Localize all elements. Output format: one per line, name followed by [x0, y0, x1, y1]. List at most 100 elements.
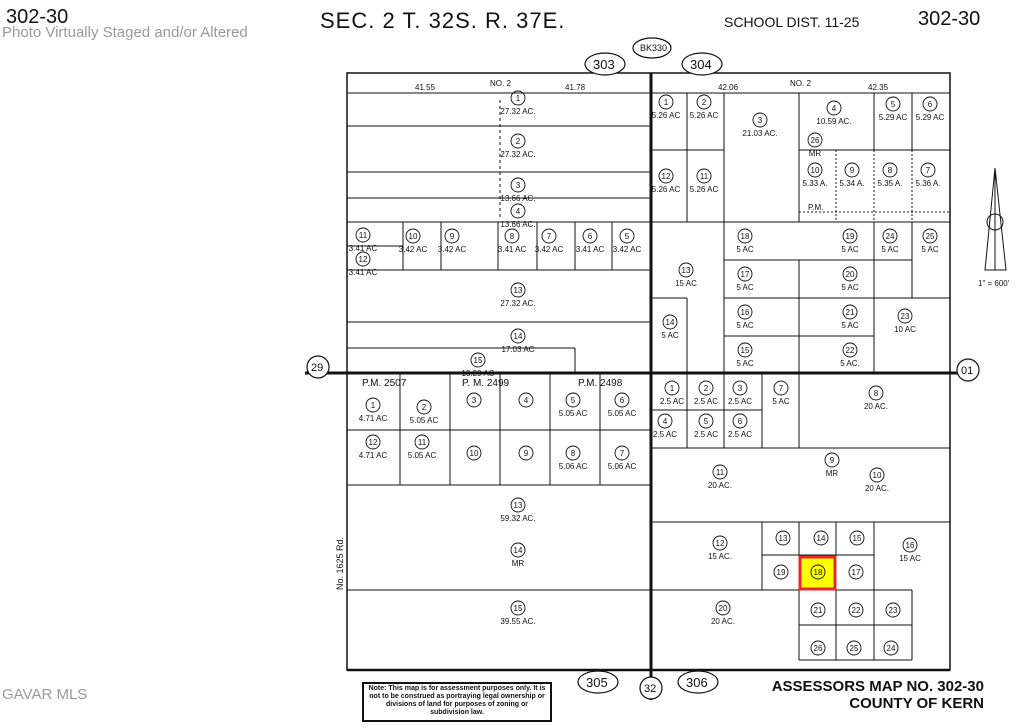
section-title: SEC. 2 T. 32S. R. 37E.	[320, 8, 566, 33]
parcel-number-circle	[897, 308, 913, 324]
parcel-number-circle	[657, 413, 673, 429]
parcel-number-circle	[414, 434, 430, 450]
county-name: COUNTY OF KERN	[849, 695, 984, 712]
parcel-number: 18	[741, 232, 750, 241]
road-label: No. 1625 Rd.	[335, 537, 345, 590]
subject-parcel-highlight	[798, 555, 837, 591]
parcel-acreage: 21.03 AC.	[742, 129, 777, 138]
parcel-number-circle	[846, 640, 862, 656]
parcel-number-circle	[510, 497, 526, 513]
parcel-number: 6	[928, 100, 933, 109]
page-tag-303: 303	[593, 57, 615, 72]
tag-east-01: 01	[961, 365, 973, 377]
parcel-number: 12	[662, 172, 671, 181]
parcel-acreage: 10.29 AC	[462, 369, 495, 378]
parcel-number-circle	[658, 94, 674, 110]
parcel-number-circle	[698, 380, 714, 396]
parcel-acreage: 2.5 AC	[694, 397, 718, 406]
parcel-number: 7	[926, 166, 931, 175]
parcel-acreage: 5 AC	[772, 397, 790, 406]
parcel-number-circle	[365, 434, 381, 450]
parcel-number: 11	[418, 438, 427, 447]
parcel-acreage: 3.41 AC	[349, 244, 378, 253]
parcel-number: 14	[666, 318, 675, 327]
parcel-number-circle	[510, 133, 526, 149]
parcel-acreage: 4.71 AC	[359, 451, 388, 460]
assessor-map-number: ASSESSORS MAP NO. 302-30	[771, 678, 984, 695]
parcel-number-circle	[883, 640, 899, 656]
circle-tags	[306, 37, 980, 700]
parcel-acreage: 59.32 AC.	[500, 514, 535, 523]
page-tags	[577, 52, 723, 694]
parcel-number-circle	[510, 177, 526, 193]
parcel-number: 15	[474, 356, 483, 365]
parcel-number: 10	[470, 449, 479, 458]
parcel-number: 4	[524, 396, 529, 405]
parcel-number-circle	[732, 413, 748, 429]
parcel-acreage: 5.05 AC	[410, 416, 439, 425]
parcel-number-circle	[885, 96, 901, 112]
parcel-number: 22	[846, 346, 855, 355]
parcel-number: 8	[888, 166, 893, 175]
parcel-number: 7	[620, 449, 625, 458]
parcel-acreage: MR	[512, 559, 525, 568]
parcel-acreage: 5.29 AC	[879, 113, 908, 122]
parcel-number: 25	[926, 232, 935, 241]
parcel-number-circle	[470, 352, 486, 368]
parcel-acreage: 2.5 AC	[728, 430, 752, 439]
watermark-text: Photo Virtually Staged and/or Altered	[2, 24, 248, 41]
parcel-acreage: 5.06 AC	[559, 462, 588, 471]
parcel-number: 1	[664, 98, 669, 107]
parcel-number-circle	[922, 228, 938, 244]
parcel-number: 19	[846, 232, 855, 241]
parcel-number: 5	[625, 232, 630, 241]
parcel-acreage: 5 AC	[736, 245, 754, 254]
parcel-acreage: 17.03 AC	[502, 345, 535, 354]
parcel-labels: 127.32 AC.227.32 AC.313.66 AC.413.66 AC.…	[349, 90, 944, 656]
map-number-left: 302-30	[6, 6, 69, 28]
parcel-number: 20	[719, 604, 728, 613]
parcel-number-circle	[565, 445, 581, 461]
parcel-acreage: 3.41 AC	[498, 245, 527, 254]
parcel-acreage: 5 AC	[841, 283, 859, 292]
parcel-acreage: 2.5 AC	[653, 430, 677, 439]
parcel-number: 13	[514, 286, 523, 295]
parcel-acreage: 5.36 A.	[916, 179, 941, 188]
parcel-number: 21	[814, 606, 823, 615]
parcel-acreage: 15 AC.	[708, 552, 732, 561]
parcel-acreage: 4.71 AC	[359, 414, 388, 423]
parcel-number: 1	[516, 94, 521, 103]
parcel-number-circle	[882, 228, 898, 244]
parcel-number: 15	[853, 534, 862, 543]
page-tag-304: 304	[690, 57, 712, 72]
parcel-acreage: 3.41 AC	[349, 268, 378, 277]
parcel-acreage: 5.26 AC	[690, 111, 719, 120]
parcel-acreage: 5.06 AC	[608, 462, 637, 471]
parcel-number: 25	[850, 644, 859, 653]
tag-west-29: 29	[311, 362, 323, 374]
parcel-acreage: 5 AC	[736, 359, 754, 368]
parcel-acreage: 5 AC.	[840, 359, 860, 368]
parcel-number: 26	[811, 136, 820, 145]
parcel-acreage: 2.5 AC	[694, 430, 718, 439]
parcel-number: 8	[571, 449, 576, 458]
parcel-number: 2	[704, 384, 709, 393]
north-arrow-icon	[984, 167, 1007, 271]
parcel-number-circle	[510, 600, 526, 616]
parcel-acreage: 5.26 AC	[652, 185, 681, 194]
map-number-right: 302-30	[918, 8, 981, 30]
parcel-acreage: 20 AC.	[711, 617, 735, 626]
parcel-number-circle	[773, 564, 789, 580]
parcel-number-circle	[518, 445, 534, 461]
parcel-number: 15	[514, 604, 523, 613]
parcel-number: 2	[516, 137, 521, 146]
parcel-number-circle	[504, 228, 520, 244]
parcel-number-circle	[466, 392, 482, 408]
parcel-number: 6	[738, 417, 743, 426]
parcel-acreage: 27.32 AC.	[500, 107, 535, 116]
parcel-number-circle	[848, 564, 864, 580]
parcel-number-circle	[737, 304, 753, 320]
tag-south-32: 32	[644, 683, 656, 695]
parcel-acreage: 3.41 AC	[576, 245, 605, 254]
parcel-number-circle	[737, 228, 753, 244]
